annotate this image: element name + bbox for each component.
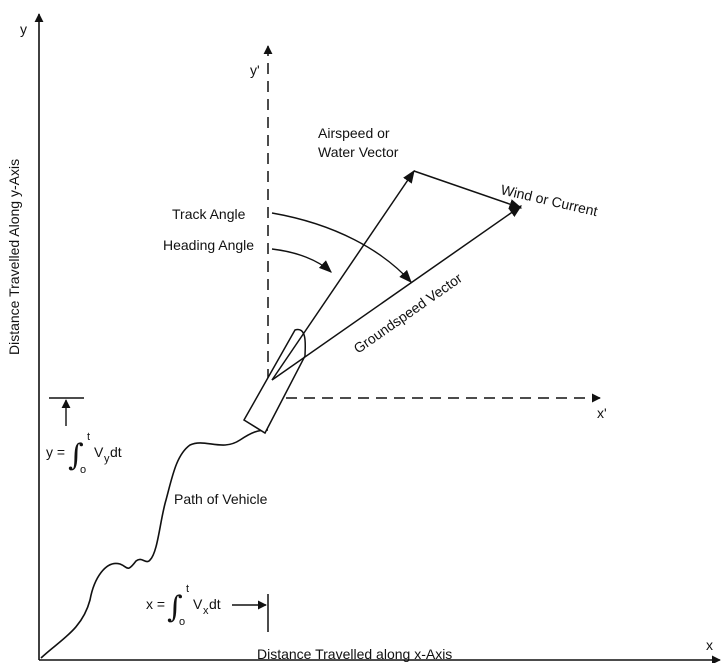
x-formula-sub: x — [203, 605, 209, 617]
y-distance-formula: y = ∫ t o V y dt — [46, 431, 122, 476]
x-distance-formula: x = ∫ t o V x dt — [146, 583, 221, 628]
x-formula-dt: dt — [209, 596, 221, 612]
track-angle-arc — [271, 212, 412, 283]
y-formula-lower: o — [80, 464, 86, 476]
y-integral-sign: ∫ — [68, 438, 84, 473]
local-y-axis-symbol: y' — [250, 62, 260, 78]
airspeed-label-line2: Water Vector — [318, 144, 399, 160]
vehicle-path — [40, 429, 269, 659]
y-formula-sub: y — [104, 453, 110, 465]
y-axis-symbol: y — [20, 21, 27, 37]
x-formula-lhs: x = — [146, 596, 165, 612]
path-label: Path of Vehicle — [174, 491, 268, 507]
x-integral-sign: ∫ — [167, 590, 183, 625]
groundspeed-vector — [271, 205, 523, 381]
vehicle-hull — [242, 328, 307, 435]
y-formula-upper: t — [87, 431, 90, 443]
x-formula-var: V — [193, 596, 203, 612]
local-x-axis-symbol: x' — [597, 405, 607, 421]
x-axis-symbol: x — [706, 637, 713, 653]
airspeed-vector — [271, 169, 415, 381]
x-formula-lower: o — [179, 616, 185, 628]
y-formula-var: V — [94, 444, 104, 460]
y-formula-dt: dt — [110, 444, 122, 460]
x-axis-label: Distance Travelled along x-Axis — [257, 646, 452, 662]
track-angle-label: Track Angle — [172, 206, 246, 222]
y-formula-lhs: y = — [46, 444, 65, 460]
heading-angle-arc — [271, 248, 332, 273]
y-axis-label: Distance Travelled Along y-Axis — [6, 159, 22, 355]
airspeed-label-line1: Airspeed or — [318, 125, 390, 141]
x-formula-upper: t — [186, 583, 189, 595]
wind-vector — [413, 170, 523, 210]
wind-label: Wind or Current — [499, 181, 599, 219]
heading-angle-label: Heading Angle — [163, 237, 254, 253]
